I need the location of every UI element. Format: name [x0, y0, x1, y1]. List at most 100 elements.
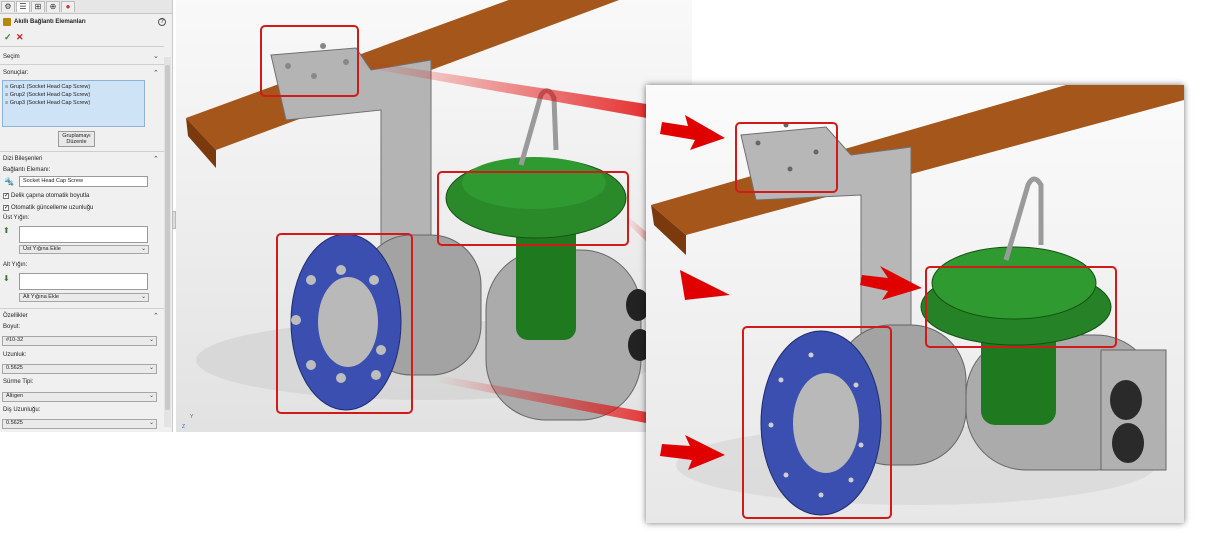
- assembly-model-before: Y Z: [182, 0, 692, 432]
- thread-length-dropdown[interactable]: 0.5625⌄: [2, 419, 157, 429]
- channel-flange: [186, 118, 216, 168]
- edit-grouping-button[interactable]: Gruplamayı Düzenle: [58, 131, 95, 147]
- panel-scrollbar[interactable]: [164, 57, 171, 427]
- flange-hole: [783, 472, 789, 478]
- highlight-box-bracket: [260, 25, 359, 97]
- drive-type-dropdown[interactable]: Altıgen⌄: [2, 392, 157, 402]
- chevron-up-icon[interactable]: ⌃: [153, 70, 159, 77]
- arrow-head: [660, 115, 725, 150]
- ok-button[interactable]: ✓: [4, 32, 12, 42]
- flange-hole: [848, 477, 854, 483]
- highlight-box-actuator: [925, 266, 1117, 348]
- flange-bolt: [291, 315, 301, 325]
- chevron-down-icon: ⌄: [148, 420, 154, 426]
- dimxpert-manager-tab[interactable]: ⊕: [46, 1, 60, 12]
- display-manager-tab[interactable]: ●: [61, 1, 75, 12]
- divider: [0, 308, 164, 309]
- display-manager-icon: ●: [65, 2, 71, 11]
- flange-hole: [818, 492, 824, 498]
- top-stack-add-dropdown[interactable]: Üst Yığına Ekle⌄: [19, 245, 149, 254]
- property-manager-tab[interactable]: ☰: [16, 1, 30, 12]
- arrow-head: [860, 266, 922, 300]
- chevron-down-icon: ⌄: [148, 365, 154, 371]
- list-item[interactable]: ≡ Grup2 (Socket Head Cap Screw): [5, 92, 91, 98]
- chevron-down-icon: ⌄: [140, 246, 146, 252]
- selection-section-header[interactable]: Seçim: [3, 54, 20, 60]
- chevron-down-icon: ⌄: [148, 337, 154, 343]
- flange-bolt: [371, 370, 381, 380]
- flange-hole: [858, 442, 864, 448]
- size-label: Boyut:: [3, 324, 21, 330]
- divider: [0, 64, 164, 65]
- panel-title: Akıllı Bağlantı Elemanları: [14, 19, 86, 25]
- chevron-up-icon[interactable]: ⌃: [153, 313, 159, 320]
- bolt-hole: [285, 63, 291, 69]
- results-list[interactable]: ≡ Grup1 (Socket Head Cap Screw) ≡ Grup2 …: [2, 80, 145, 127]
- results-label: Sonuçlar:: [3, 70, 29, 76]
- bolt-hole: [787, 166, 793, 172]
- list-item[interactable]: ≡ Grup1 (Socket Head Cap Screw): [5, 84, 91, 90]
- flange-bore: [793, 373, 859, 473]
- actuator-tube: [1003, 176, 1044, 261]
- fastener-label: Bağlantı Elemanı:: [3, 167, 51, 173]
- flange-hole: [768, 422, 774, 428]
- flange-bolt: [336, 265, 346, 275]
- arrow-actuator: [860, 266, 922, 300]
- actuator-cap: [462, 157, 606, 209]
- panel-resize-handle[interactable]: [172, 211, 176, 229]
- flange-hole: [853, 382, 859, 388]
- arrow-shaft: [436, 375, 692, 432]
- highlight-box-flange: [742, 326, 892, 519]
- bottom-stack-icon: ⬇: [3, 274, 10, 283]
- actuator-tube: [518, 88, 559, 166]
- actuator-cap: [931, 246, 1097, 320]
- housing-port: [1112, 423, 1144, 463]
- bolt-hole: [813, 149, 819, 155]
- flange-hole: [808, 352, 814, 358]
- length-label: Uzunluk:: [3, 352, 27, 358]
- bottom-stack-list[interactable]: [19, 273, 148, 290]
- divider: [0, 151, 164, 152]
- size-dropdown[interactable]: #10-32⌄: [2, 336, 157, 346]
- auto-update-length-checkbox[interactable]: ✓: [3, 205, 10, 211]
- smart-fasteners-icon: [3, 18, 11, 26]
- bolt-hole: [755, 140, 761, 146]
- triad-z-label: Z: [182, 424, 185, 430]
- top-stack-icon: ⬆: [3, 226, 10, 235]
- series-components-header[interactable]: Dizi Bileşenleri: [3, 156, 43, 162]
- manager-tabs: ⚙ ☰ ⊞ ⊕ ●: [0, 0, 172, 14]
- auto-size-label: Delik çapına otomatik boyutla: [11, 193, 90, 199]
- property-manager-panel: ⚙ ☰ ⊞ ⊕ ● Akıllı Bağlantı Elemanları ? ✓…: [0, 0, 173, 432]
- arrow-shaft: [356, 60, 686, 125]
- scrollbar-thumb[interactable]: [165, 65, 170, 410]
- flange-bolt: [306, 360, 316, 370]
- divider: [0, 46, 164, 47]
- fastener-group-icon: ≡: [5, 84, 10, 90]
- flange-bolt: [369, 275, 379, 285]
- length-dropdown[interactable]: 0.5625⌄: [2, 364, 157, 374]
- highlight-box-flange: [276, 233, 413, 414]
- configuration-icon: ⊞: [34, 2, 42, 11]
- feature-tree-icon: ⚙: [4, 2, 12, 11]
- fastener-field[interactable]: Socket Head Cap Screw: [19, 176, 148, 187]
- bottom-stack-add-dropdown[interactable]: Alt Yığına Ekle⌄: [19, 293, 149, 302]
- feature-manager-tab[interactable]: ⚙: [1, 1, 15, 12]
- chevron-down-icon: ⌄: [148, 393, 154, 399]
- graphics-viewport-before[interactable]: Y Z: [176, 0, 692, 432]
- dimxpert-icon: ⊕: [49, 2, 57, 11]
- arrow-head: [660, 435, 725, 470]
- chevron-up-icon[interactable]: ⌃: [153, 156, 159, 163]
- list-item[interactable]: ≡ Grup3 (Socket Head Cap Screw): [5, 100, 91, 106]
- arrow-head: [680, 270, 730, 300]
- auto-update-length-label: Otomatik güncelleme uzunluğu: [11, 205, 94, 211]
- chevron-down-icon[interactable]: ⌄: [153, 53, 159, 60]
- top-stack-list[interactable]: [19, 226, 148, 243]
- screw-icon: 🔩: [4, 177, 14, 186]
- configuration-manager-tab[interactable]: ⊞: [31, 1, 45, 12]
- cancel-button[interactable]: ✕: [16, 32, 24, 42]
- graphics-viewport-after[interactable]: [646, 85, 1184, 523]
- auto-size-checkbox[interactable]: ✓: [3, 193, 10, 199]
- properties-header[interactable]: Özellikler: [3, 313, 28, 319]
- drive-type-label: Sürme Tipi:: [3, 379, 34, 385]
- help-icon[interactable]: ?: [158, 18, 166, 26]
